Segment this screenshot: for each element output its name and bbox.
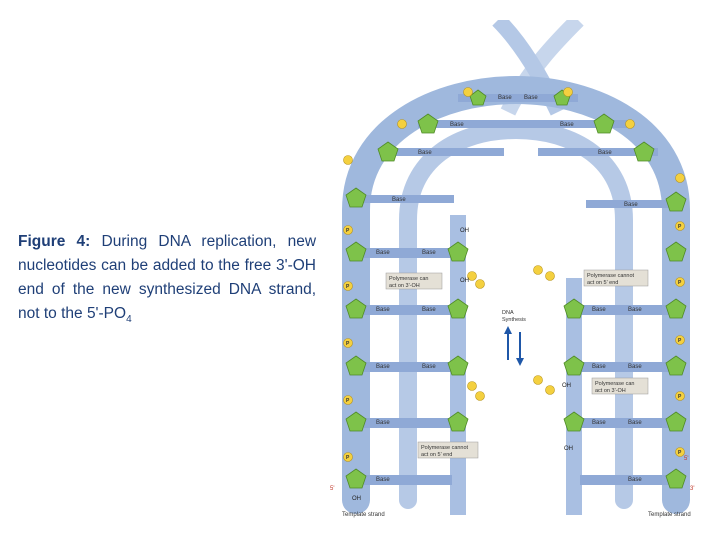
phosphate-label: P bbox=[678, 280, 682, 286]
caption-subscript: 4 bbox=[126, 314, 132, 326]
backbone-inner-arch bbox=[399, 120, 633, 509]
note-line: act on 3'-OH bbox=[389, 283, 420, 289]
caption-label: Figure 4: bbox=[18, 233, 91, 250]
caption-text: During DNA replication, new nucleotides … bbox=[18, 233, 317, 322]
base-label: Base bbox=[376, 364, 390, 370]
figure-caption: Figure 4: During DNA replication, new nu… bbox=[18, 230, 316, 332]
phosphate-label: P bbox=[346, 284, 350, 290]
oh-label: OH bbox=[562, 383, 571, 389]
phosphate-label: P bbox=[346, 341, 350, 347]
dna-synthesis-indicator: DNA Synthesis bbox=[502, 310, 526, 366]
oh-label: OH bbox=[460, 278, 469, 284]
base-label: Base bbox=[628, 307, 642, 313]
note-polymerase-can-left: Polymerase can act on 3'-OH bbox=[385, 272, 443, 290]
oh-label: OH bbox=[352, 496, 361, 502]
base-label: Base bbox=[422, 364, 436, 370]
base-label: Base bbox=[624, 202, 638, 208]
oh-label: OH bbox=[564, 446, 573, 452]
base-label: Base bbox=[376, 307, 390, 313]
base-label: Base bbox=[422, 307, 436, 313]
note-line: act on 5' end bbox=[587, 280, 618, 286]
end-3-label: 3' bbox=[690, 486, 694, 492]
base-label: Base bbox=[592, 307, 606, 313]
end-5-label: 5' bbox=[684, 456, 688, 462]
base-label: Base bbox=[628, 420, 642, 426]
template-strand-right: Template strand bbox=[648, 512, 691, 518]
phosphate-label: P bbox=[678, 224, 682, 230]
synthesis-label-line: DNA bbox=[502, 310, 514, 316]
phosphate-label: P bbox=[346, 455, 350, 461]
base-label: Base bbox=[592, 364, 606, 370]
phosphate-label: P bbox=[678, 450, 682, 456]
base-label: Base bbox=[376, 250, 390, 256]
base-label: Base bbox=[418, 150, 432, 156]
note-line: Polymerase cannot bbox=[587, 273, 635, 279]
phosphate-label: P bbox=[678, 338, 682, 344]
base-label: Base bbox=[592, 420, 606, 426]
base-label: Base bbox=[628, 477, 642, 483]
top-pair-right: Base bbox=[524, 95, 538, 101]
note-polymerase-can-right: Polymerase can act on 3'-OH bbox=[591, 377, 649, 395]
base-label: Base bbox=[392, 197, 406, 203]
base-label: Base bbox=[450, 122, 464, 128]
phosphate-groups bbox=[343, 87, 685, 462]
base-pairs-left bbox=[364, 248, 452, 485]
template-strand-left: Template strand bbox=[342, 512, 385, 518]
base-label: Base bbox=[560, 122, 574, 128]
note-line: Polymerase can bbox=[389, 276, 428, 282]
note-line: act on 3'-OH bbox=[595, 388, 626, 394]
base-label: Base bbox=[422, 250, 436, 256]
oh-label: OH bbox=[460, 228, 469, 234]
note-polymerase-cannot-right: Polymerase cannot act on 5' end bbox=[583, 269, 649, 287]
new-strand-right bbox=[566, 278, 582, 515]
phosphate-label: P bbox=[678, 394, 682, 400]
base-pairs-right bbox=[580, 305, 670, 485]
end-5-label: 5' bbox=[330, 486, 334, 492]
phosphate-label: P bbox=[346, 228, 350, 234]
dna-replication-figure: Base Base Base Base Base Base Base Base … bbox=[330, 20, 694, 518]
backbone-outer-arch bbox=[342, 75, 690, 514]
synthesis-label-line: Synthesis bbox=[502, 317, 526, 323]
base-label: Base bbox=[376, 477, 390, 483]
note-line: Polymerase cannot bbox=[421, 445, 469, 451]
sugar-pentagons bbox=[345, 89, 687, 489]
base-label: Base bbox=[376, 420, 390, 426]
base-pairs-top bbox=[364, 94, 676, 208]
top-pair-left: Base bbox=[498, 95, 512, 101]
base-label: Base bbox=[628, 364, 642, 370]
base-label: Base bbox=[598, 150, 612, 156]
note-polymerase-cannot-left: Polymerase cannot act on 5' end bbox=[417, 441, 479, 459]
note-line: act on 5' end bbox=[421, 452, 452, 458]
note-line: Polymerase can bbox=[595, 381, 634, 387]
phosphate-label: P bbox=[346, 398, 350, 404]
